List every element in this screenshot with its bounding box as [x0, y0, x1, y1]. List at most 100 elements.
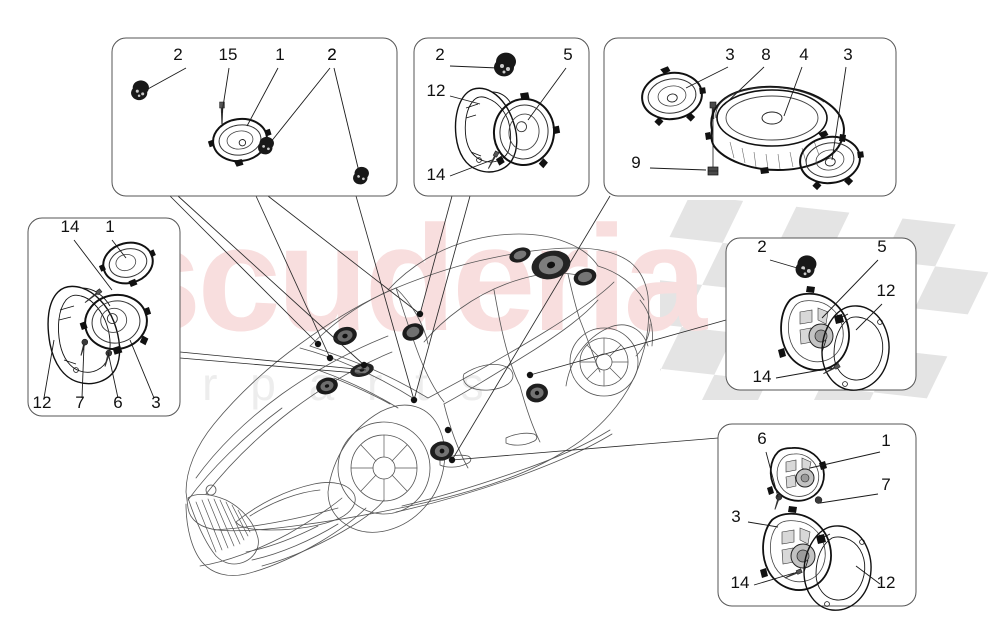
- reference-number: 2: [435, 45, 444, 64]
- part-speaker-bracket: [803, 525, 872, 611]
- callout-box-rear-tweeter-and-midrange-group[interactable]: [717, 423, 917, 611]
- reference-number: 2: [757, 237, 766, 256]
- part-speaker-tweeter: [767, 447, 827, 502]
- reference-number: 5: [877, 237, 886, 256]
- part-speaker-tweeter: [98, 241, 156, 288]
- part-speaker-basket: [778, 286, 850, 371]
- reference-leader-line: [723, 66, 765, 106]
- reference-number: 12: [33, 393, 52, 412]
- reference-leader-line: [783, 66, 803, 117]
- connector-line: [179, 357, 369, 375]
- reference-leader-line: [111, 239, 127, 259]
- reference-number: 12: [877, 573, 896, 592]
- reference-number: 12: [427, 81, 446, 100]
- reference-number: 2: [327, 45, 336, 64]
- connector-line: [451, 437, 719, 461]
- reference-leader-line: [809, 451, 881, 469]
- reference-leader-line: [221, 67, 230, 114]
- reference-number: 14: [731, 573, 750, 592]
- reference-number: 9: [631, 153, 640, 172]
- reference-number: 3: [725, 45, 734, 64]
- part-speaker-woofer: [79, 293, 152, 355]
- reference-leader-line: [819, 493, 879, 504]
- reference-number: 1: [105, 217, 114, 236]
- reference-number: 14: [61, 217, 80, 236]
- reference-leader-line: [649, 167, 707, 171]
- vehicle-callout-dot: [448, 456, 456, 464]
- part-speaker-midrange: [799, 130, 864, 191]
- vehicle-callout-dot: [314, 340, 322, 348]
- part-screw: [487, 150, 500, 169]
- part-screw: [823, 363, 841, 375]
- reference-leader-line: [129, 339, 155, 399]
- connector-line: [255, 195, 331, 359]
- reference-leader-line: [527, 67, 567, 121]
- vehicle-callout-dot: [416, 310, 424, 318]
- reference-leader-line: [747, 521, 779, 528]
- reference-number: 14: [427, 165, 446, 184]
- reference-number: 2: [327, 45, 336, 64]
- reference-number: 12: [877, 281, 896, 300]
- connector-line: [177, 195, 365, 366]
- reference-leader-line: [753, 572, 795, 586]
- part-screw: [814, 496, 823, 504]
- vehicle-callout-dot: [326, 354, 334, 362]
- reference-leader-line: [145, 67, 187, 91]
- part-clip-grommet: [353, 166, 369, 185]
- vehicle-callout-dot: [526, 371, 534, 379]
- reference-number: 8: [761, 45, 770, 64]
- reference-number: 14: [753, 367, 772, 386]
- vehicle-callout-dot: [410, 396, 418, 404]
- connector-line: [355, 195, 415, 401]
- reference-leader-line: [765, 451, 779, 498]
- vehicle-callout-dot: [360, 361, 368, 369]
- reference-leader-line: [81, 344, 85, 399]
- reference-leader-line: [73, 239, 113, 291]
- callout-box-door-speaker-with-bracket-group[interactable]: [413, 37, 590, 197]
- part-speaker-woofer: [492, 92, 561, 169]
- part-clip-grommet: [258, 136, 274, 155]
- reference-number: 7: [881, 475, 890, 494]
- part-screw: [784, 568, 803, 579]
- reference-leader-line: [107, 351, 119, 399]
- reference-leader-line: [246, 67, 279, 127]
- reference-leader-line: [821, 259, 879, 319]
- part-speaker-basket: [760, 506, 832, 591]
- connector-line: [419, 195, 453, 315]
- reference-number: 3: [151, 393, 160, 412]
- part-clip-grommet: [131, 80, 149, 101]
- part-nut: [707, 166, 719, 176]
- part-screw: [84, 288, 103, 304]
- part-speaker-small: [207, 117, 272, 167]
- reference-number: 4: [799, 45, 808, 64]
- reference-number: 1: [881, 431, 890, 450]
- reference-leader-line: [775, 367, 833, 379]
- reference-leader-line: [333, 67, 361, 177]
- connector-line: [267, 195, 421, 315]
- connector-line: [451, 195, 611, 461]
- connector-line: [169, 195, 319, 345]
- callout-box-rear-shelf-subwoofer-group[interactable]: [603, 37, 897, 197]
- callout-box-front-upper-speaker-group[interactable]: [111, 37, 398, 197]
- reference-leader-line: [43, 339, 55, 399]
- callout-box-front-door-woofer-tweeter-group[interactable]: [27, 217, 181, 417]
- reference-number: 2: [173, 45, 182, 64]
- reference-leader-line: [831, 66, 847, 161]
- part-speaker-midrange: [641, 66, 706, 127]
- car-mounted-speakers: [316, 247, 597, 461]
- reference-leader-line: [855, 303, 883, 331]
- reference-number: 3: [731, 507, 740, 526]
- callout-box-rear-door-speaker-group[interactable]: [725, 237, 917, 391]
- reference-leader-line: [769, 259, 805, 271]
- reference-number: 6: [757, 429, 766, 448]
- reference-number: 7: [75, 393, 84, 412]
- part-screw: [104, 349, 113, 367]
- vehicle-callout-dot: [444, 426, 452, 434]
- connector-line: [529, 319, 727, 376]
- connector-line: [413, 195, 471, 401]
- reference-leader-line: [449, 95, 481, 105]
